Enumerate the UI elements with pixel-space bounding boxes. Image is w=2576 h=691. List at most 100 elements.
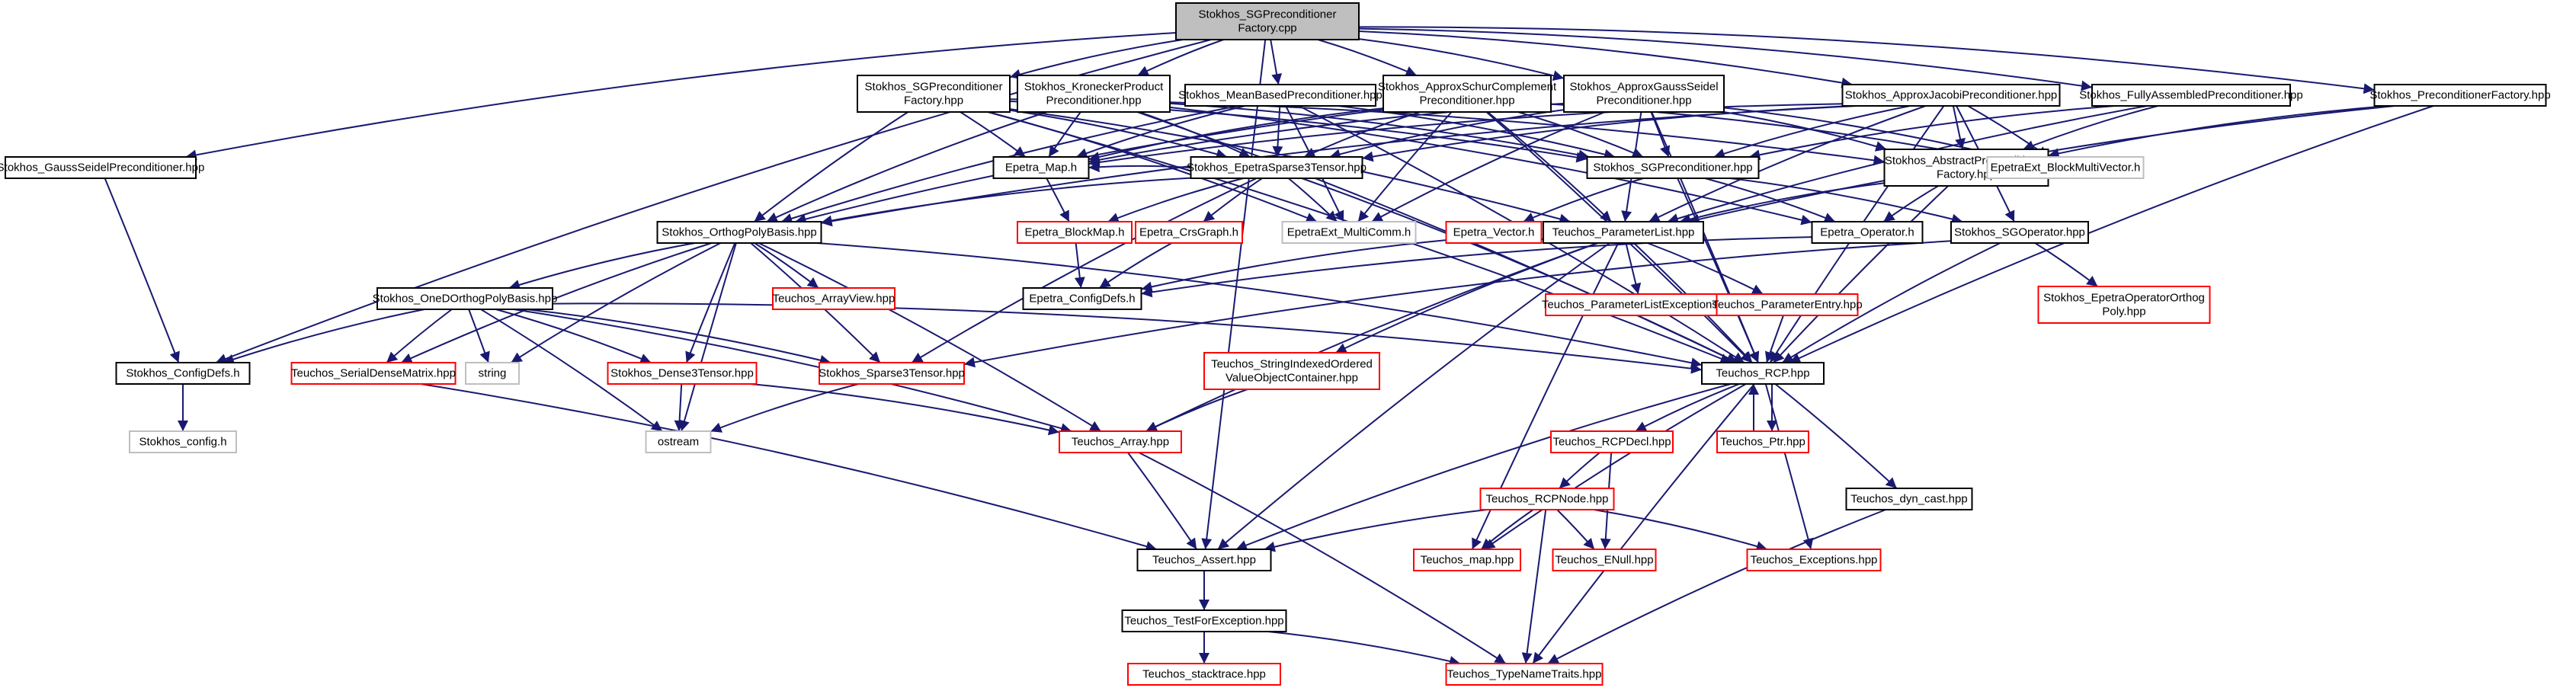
edge-orthog-to-dense3 (685, 242, 736, 363)
node-cfgdefs[interactable]: Stokhos_ConfigDefs.h (115, 362, 251, 385)
node-tmap[interactable]: Teuchos_map.hpp (1413, 549, 1521, 571)
node-gs[interactable]: Stokhos_GaussSeidelPreconditioner.hpp (0, 156, 204, 179)
node-texc[interactable]: Teuchos_Exceptions.hpp (1746, 549, 1882, 571)
node-eblockmap[interactable]: Epetra_BlockMap.h (1017, 221, 1133, 244)
edge-rcp-to-typename (1532, 383, 1755, 664)
edge-root-to-mean (1270, 39, 1283, 85)
node-sgop[interactable]: Stokhos_SGOperator.hpp (1950, 221, 2089, 244)
node-box (772, 287, 896, 310)
edge-plist-to-plistexc (1625, 242, 1642, 295)
edge-root-to-gs (185, 32, 1177, 161)
node-testexc[interactable]: Teuchos_TestForException.hpp (1121, 609, 1287, 632)
node-label: Stokhos_SGPreconditioner (1199, 8, 1337, 21)
node-emap[interactable]: Epetra_Map.h (992, 156, 1090, 179)
node-typename[interactable]: Teuchos_TypeNameTraits.hpp (1445, 663, 1604, 686)
edge-root-to-assert (1201, 39, 1267, 550)
node-ajacobi[interactable]: Stokhos_ApproxJacobiPreconditioner.hpp (1841, 84, 2061, 107)
node-dense3[interactable]: Stokhos_Dense3Tensor.hpp (607, 362, 758, 385)
edge-sgfact-to-orthog (753, 111, 908, 222)
node-box (1127, 663, 1281, 686)
edge-plist-to-pentry (1647, 242, 1764, 295)
edge-oned-to-cfgdefs (223, 309, 425, 365)
node-agauss[interactable]: Stokhos_ApproxGaussSeidelPreconditioner.… (1563, 75, 1725, 113)
edge-sgprec-to-rcp (1677, 178, 1759, 363)
node-label: Teuchos_stacktrace.hpp (1142, 668, 1266, 681)
edge-rcpnode-to-texc (1594, 509, 1768, 552)
node-eop[interactable]: Epetra_Operator.h (1811, 221, 1924, 244)
node-label: Teuchos_Ptr.hpp (1720, 436, 1805, 449)
node-box (1563, 75, 1725, 113)
node-stack[interactable]: Teuchos_stacktrace.hpp (1127, 663, 1281, 686)
node-label: Teuchos_Exceptions.hpp (1751, 554, 1878, 567)
node-box (1413, 549, 1521, 571)
edge-kron-to-emap (1048, 111, 1081, 158)
node-plist[interactable]: Teuchos_ParameterList.hpp (1543, 221, 1704, 244)
node-rcpnode[interactable]: Teuchos_RCPNode.hpp (1479, 488, 1615, 510)
node-box (819, 362, 965, 385)
node-dyncast[interactable]: Teuchos_dyn_cast.hpp (1845, 488, 1973, 510)
node-label: ValueObjectContainer.hpp (1226, 372, 1358, 385)
edge-oned-to-serial (386, 309, 453, 363)
edge-oned-to-ostream (480, 309, 663, 432)
edge-ajacobi-to-plist (1648, 105, 1926, 222)
node-label: Stokhos_ConfigDefs.h (126, 367, 239, 380)
edge-evector-to-econfig (1141, 239, 1447, 293)
node-orthog[interactable]: Stokhos_OrthogPolyBasis.hpp (656, 221, 822, 244)
edge-dense3-to-ostream (674, 383, 685, 432)
edge-ajacobi-to-orthog (821, 105, 1857, 227)
node-pentry[interactable]: Teuchos_ParameterEntry.hpp (1712, 293, 1863, 316)
node-label: Stokhos_OneDOrthogPolyBasis.hpp (373, 293, 558, 306)
node-kron[interactable]: Stokhos_KroneckerProductPreconditioner.h… (1017, 75, 1171, 113)
node-label: Stokhos_MeanBasedPreconditioner.hpp (1178, 89, 1383, 102)
edge-absfact-to-eop (1882, 185, 1939, 222)
node-rcpdecl[interactable]: Teuchos_RCPDecl.hpp (1550, 430, 1674, 453)
node-tarray[interactable]: Teuchos_Array.hpp (1059, 430, 1182, 453)
node-label: Stokhos_EpetraOperatorOrthog (2043, 292, 2205, 305)
node-mean[interactable]: Stokhos_MeanBasedPreconditioner.hpp (1178, 84, 1383, 107)
node-box (1059, 430, 1182, 453)
edge-pfact-to-rcp (1789, 105, 2434, 363)
node-arrayview[interactable]: Teuchos_ArrayView.hpp (772, 287, 896, 310)
node-pfact[interactable]: Stokhos_PreconditionerFactory.hpp (2369, 84, 2551, 107)
edge-rcp-to-rcpdecl (1635, 383, 1740, 432)
edge-esparse-to-orthog (821, 177, 1191, 226)
edge-plist-to-assert (1217, 242, 1610, 550)
node-oned[interactable]: Stokhos_OneDOrthogPolyBasis.hpp (373, 287, 558, 310)
node-ecrs[interactable]: Epetra_CrsGraph.h (1135, 221, 1243, 244)
node-schur[interactable]: Stokhos_ApproxSchurComplementPreconditio… (1378, 75, 1557, 113)
edge-pentry-to-rcp (1764, 315, 1784, 363)
node-evector[interactable]: Epetra_Vector.h (1445, 221, 1543, 244)
node-label: Stokhos_Sparse3Tensor.hpp (819, 367, 965, 380)
edge-absfact-to-rcp (1773, 185, 1949, 363)
node-box (465, 362, 520, 385)
node-esparse[interactable]: Stokhos_EpetraSparse3Tensor.hpp (1187, 156, 1366, 179)
node-sparse3[interactable]: Stokhos_Sparse3Tensor.hpp (819, 362, 965, 385)
node-plistexc[interactable]: Teuchos_ParameterListExceptions.hpp (1542, 293, 1740, 316)
node-label: Teuchos_ParameterEntry.hpp (1712, 299, 1862, 312)
edge-root-to-kron (1137, 39, 1224, 76)
node-box (1017, 75, 1171, 113)
node-sgprec[interactable]: Stokhos_SGPreconditioner.hpp (1586, 156, 1760, 179)
node-box (1184, 84, 1376, 107)
node-strcont[interactable]: Teuchos_StringIndexedOrderedValueObjectC… (1203, 352, 1380, 390)
edge-kron-to-eop (1169, 106, 1812, 226)
node-assert[interactable]: Teuchos_Assert.hpp (1136, 549, 1272, 571)
node-cfg: Stokhos_config.h (129, 430, 237, 453)
node-fully[interactable]: Stokhos_FullyAssembledPreconditioner.hpp (2079, 84, 2303, 107)
edge-oned-to-rcp (552, 302, 1703, 374)
node-enull[interactable]: Teuchos_ENull.hpp (1552, 549, 1657, 571)
node-label: EpetraExt_BlockMultiVector.h (1991, 162, 2141, 174)
node-serial[interactable]: Teuchos_SerialDenseMatrix.hpp (290, 362, 457, 385)
node-label: Factory.hpp (904, 94, 963, 107)
edge-mean-to-emap (1075, 105, 1245, 158)
edge-schur-to-plist (1487, 111, 1612, 222)
node-box (2091, 84, 2291, 107)
edge-oned-to-tarray (513, 309, 1072, 433)
node-box (1135, 221, 1243, 244)
node-econfig[interactable]: Epetra_ConfigDefs.h (1022, 287, 1142, 310)
node-ptr[interactable]: Teuchos_Ptr.hpp (1716, 430, 1809, 453)
node-rcp[interactable]: Teuchos_RCP.hpp (1701, 362, 1825, 385)
